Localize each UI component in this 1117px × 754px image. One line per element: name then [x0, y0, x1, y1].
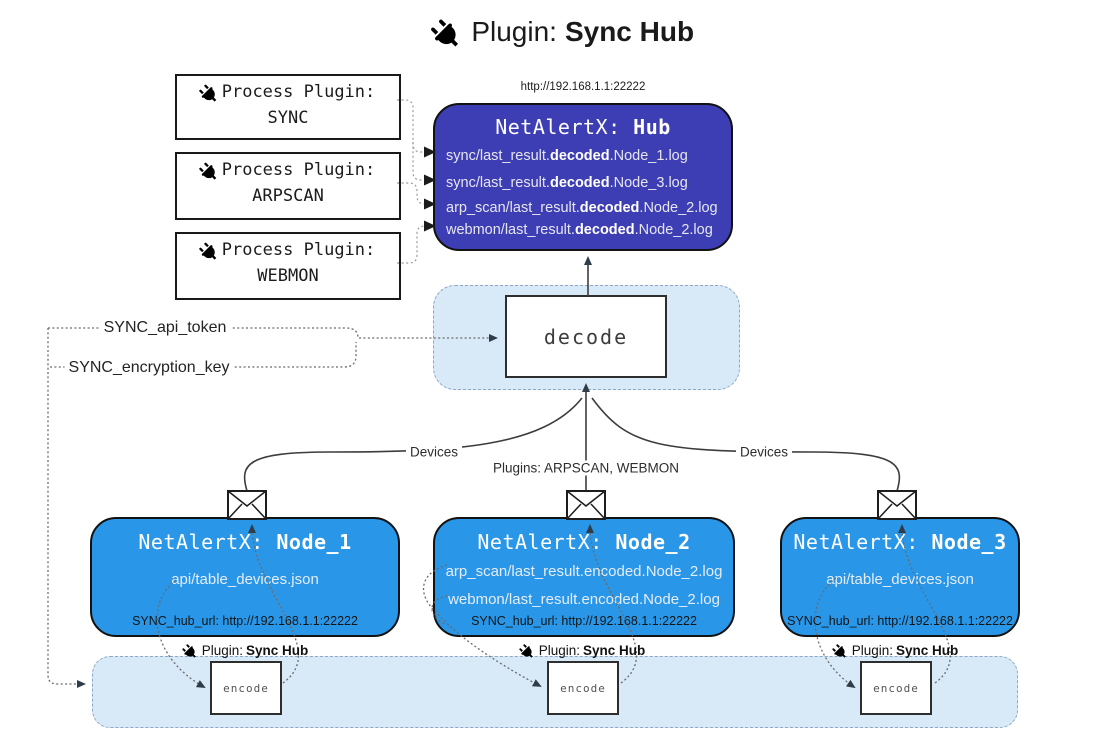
- envelope-icons: [227, 490, 917, 520]
- node-title: NetAlertX: Node_1: [138, 530, 352, 554]
- node-file-line: arp_scan/last_result.encoded.Node_2.log: [445, 563, 723, 580]
- decode-box: decode: [505, 295, 667, 378]
- node-title: NetAlertX: Node_2: [477, 530, 691, 554]
- plug-icon: [181, 640, 202, 661]
- encode-box-2: encode: [547, 661, 619, 715]
- process-plugin-label: Process Plugin:: [221, 160, 376, 180]
- node-hub-url: SYNC_hub_url: http://192.168.1.1:22222: [471, 614, 697, 628]
- hub-file-line: sync/last_result.decoded.Node_3.log: [446, 175, 688, 191]
- hub-box: NetAlertX: Hub sync/last_result.decoded.…: [433, 103, 733, 251]
- plugins-middle-label: Plugins: ARPSCAN, WEBMON: [488, 460, 684, 476]
- encoder-label-2: Plugin: Sync Hub: [518, 640, 645, 661]
- encoder-label-3: Plugin: Sync Hub: [831, 640, 958, 661]
- plug-icon: [197, 237, 224, 264]
- devices-left-label: Devices: [405, 444, 463, 460]
- encode-box-3: encode: [860, 661, 932, 715]
- process-plugin-box-webmon: Process Plugin: WEBMON: [175, 232, 401, 300]
- encode-box-1: encode: [210, 661, 282, 715]
- process-plugin-label: Process Plugin:: [221, 240, 376, 260]
- node-box-node1: NetAlertX: Node_1 api/table_devices.json…: [90, 517, 400, 637]
- process-plugin-name: WEBMON: [257, 265, 319, 286]
- envelope-icon: [566, 490, 606, 520]
- node-hub-url: SYNC_hub_url: http://192.168.1.1:22222: [787, 614, 1013, 628]
- page-title-bold: Sync Hub: [564, 16, 695, 47]
- process-plugin-box-arpscan: Process Plugin: ARPSCAN: [175, 152, 401, 220]
- process-plugin-box-sync: Process Plugin: SYNC: [175, 74, 401, 140]
- node-box-node3: NetAlertX: Node_3 api/table_devices.json…: [780, 517, 1020, 637]
- plugin-to-hub-connectors: [397, 99, 426, 264]
- page-title-text: Plugin:: [471, 16, 557, 47]
- plug-icon: [197, 157, 224, 184]
- hub-url-label: http://192.168.1.1:22222: [517, 81, 649, 93]
- process-plugin-label: Process Plugin:: [221, 82, 376, 102]
- envelope-icon: [227, 490, 267, 520]
- sync-encryption-key-label: SYNC_encryption_key: [64, 359, 234, 377]
- node-file-line: api/table_devices.json: [826, 571, 974, 588]
- devices-right-label: Devices: [735, 444, 793, 460]
- hub-file-line: webmon/last_result.decoded.Node_2.log: [446, 222, 713, 238]
- plug-icon: [831, 640, 852, 661]
- hub-title-prefix: NetAlertX:: [495, 115, 621, 139]
- hub-title: NetAlertX: Hub: [435, 115, 731, 139]
- hub-file-line: arp_scan/last_result.decoded.Node_2.log: [446, 200, 718, 216]
- node-file-line: webmon/last_result.encoded.Node_2.log: [448, 591, 720, 608]
- process-plugin-name: SYNC: [267, 107, 309, 128]
- plug-icon: [518, 640, 539, 661]
- encoder-label-1: Plugin: Sync Hub: [181, 640, 308, 661]
- node-file-line: api/table_devices.json: [171, 571, 319, 588]
- plug-icon: [427, 11, 469, 53]
- hub-title-bold: Hub: [633, 115, 671, 139]
- process-plugin-name: ARPSCAN: [252, 185, 324, 206]
- sync-api-token-label: SYNC_api_token: [99, 319, 231, 337]
- envelope-icon: [877, 490, 917, 520]
- hub-file-line: sync/last_result.decoded.Node_1.log: [446, 148, 688, 164]
- node-box-node2: NetAlertX: Node_2 arp_scan/last_result.e…: [433, 517, 735, 637]
- node-hub-url: SYNC_hub_url: http://192.168.1.1:22222: [132, 614, 358, 628]
- plug-icon: [197, 79, 224, 106]
- node-title: NetAlertX: Node_3: [793, 530, 1007, 554]
- page-title: Plugin: Sync Hub: [433, 16, 694, 48]
